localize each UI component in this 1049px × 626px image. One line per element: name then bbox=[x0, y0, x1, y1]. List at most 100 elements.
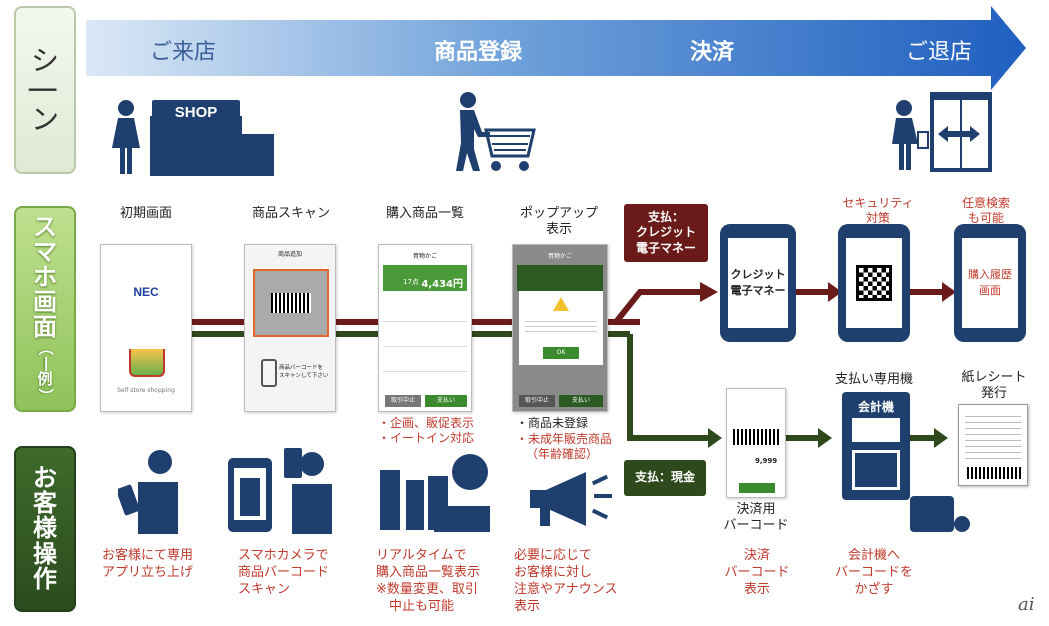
label-line: クレジット bbox=[636, 225, 696, 239]
label-line: 購入履歴 bbox=[968, 268, 1012, 281]
text-line: スマホカメラで bbox=[238, 548, 329, 563]
receipt-label: 紙レシート発行 bbox=[950, 370, 1038, 403]
popup-label-1: ポップアップ bbox=[520, 206, 598, 221]
cash-payment-label: 支払：現金 bbox=[624, 460, 706, 496]
payment-machine-label: 支払い専用機 bbox=[826, 372, 922, 388]
qr-code-icon bbox=[856, 265, 892, 301]
label-line: バーコード bbox=[723, 518, 788, 533]
search-label: 任意検索も可能 bbox=[948, 196, 1024, 226]
popup-message bbox=[525, 317, 597, 335]
scan-header: 商品追加 bbox=[245, 249, 335, 258]
app-tagline: Self store shopping bbox=[101, 387, 191, 394]
item-count: 17点 bbox=[403, 277, 419, 287]
scan-hint: 商品バーコードをスキャンして下さい bbox=[279, 365, 328, 380]
watermark-logo: ai bbox=[1018, 594, 1035, 615]
pay-button[interactable]: 支払い bbox=[559, 395, 603, 407]
label-line: 任意検索 bbox=[962, 196, 1010, 210]
text-line: 中止も可能 bbox=[376, 599, 454, 614]
camera-scan-icon bbox=[228, 446, 338, 534]
machine-sign: 会計機 bbox=[842, 398, 910, 415]
product-list-icon bbox=[374, 450, 494, 536]
text-line: バーコードを bbox=[835, 565, 913, 580]
cart-list-screen: 買物かご 17点 4,434円 取引中止 支払い bbox=[378, 244, 472, 412]
barcode-amount: 9,999 bbox=[755, 457, 777, 465]
history-screen: 購入履歴画面 bbox=[962, 238, 1018, 328]
cash-barcode-screen: 9,999 bbox=[726, 388, 786, 498]
text-line: 決済 bbox=[744, 548, 770, 563]
label-line: 紙レシート bbox=[961, 370, 1026, 385]
customer-step-6: 会計機へバーコードをかざす bbox=[822, 548, 926, 599]
text-line: 注意やアナウンス bbox=[514, 582, 617, 597]
customer-step-5: 決済バーコード表示 bbox=[712, 548, 802, 599]
cart-icon bbox=[129, 349, 165, 377]
label-line: 電子マネー bbox=[731, 284, 786, 297]
customer-step-2: スマホカメラで商品バーコードスキャン bbox=[238, 548, 329, 599]
text-line: アプリ立ち上げ bbox=[102, 565, 193, 580]
text-line: かざす bbox=[854, 582, 893, 597]
credit-payment-label: 支払：クレジット電子マネー bbox=[624, 204, 708, 262]
note-line: ・イートイン対応 bbox=[378, 431, 474, 445]
ok-button[interactable]: OK bbox=[543, 347, 579, 359]
label-line: クレジット bbox=[731, 268, 786, 281]
cart-total: 4,434円 bbox=[421, 275, 463, 290]
cancel-transaction-button[interactable]: 取引中止 bbox=[519, 395, 555, 407]
screen3-notes: ・企画、販促表示・イートイン対応 bbox=[378, 416, 474, 446]
barcode-icon bbox=[271, 293, 311, 313]
receipt-icon bbox=[958, 404, 1028, 486]
done-button[interactable] bbox=[739, 483, 775, 493]
label-line: 支払： bbox=[648, 210, 684, 224]
customer-step-1: お客様にて専用アプリ立ち上げ bbox=[102, 548, 193, 582]
text-line: 購入商品一覧表示 bbox=[376, 565, 480, 580]
initial-screen: NEC Self store shopping bbox=[100, 244, 192, 412]
security-screen bbox=[846, 238, 902, 328]
text-line: お客様に対し bbox=[514, 565, 592, 580]
pay-button[interactable]: 支払い bbox=[425, 395, 467, 407]
screen4-note-unregistered: ・商品未登録 bbox=[516, 416, 588, 432]
screen4-note-age: ・未成年販売商品（年齢確認） bbox=[516, 432, 612, 462]
popup-screen: 買物かご OK 取引中止 支払い bbox=[512, 244, 608, 412]
text-line: 商品バーコード bbox=[238, 565, 329, 580]
text-line: 会計機へ bbox=[848, 548, 900, 563]
customer-step-4: 必要に応じてお客様に対し注意やアナウンス表示 bbox=[514, 548, 617, 616]
cash-barcode-label: 決済用バーコード bbox=[716, 502, 796, 535]
credit-screen: クレジット電子マネー bbox=[728, 238, 788, 328]
text-line: バーコード bbox=[724, 565, 789, 580]
payment-machine-icon: 会計機 bbox=[842, 392, 910, 500]
credit-screen-phone: クレジット電子マネー bbox=[720, 224, 796, 342]
label-line: 電子マネー bbox=[636, 241, 696, 255]
customer-step-3: リアルタイムで購入商品一覧表示※数量変更、取引 中止も可能 bbox=[376, 548, 480, 616]
note-line: ・未成年販売商品 bbox=[516, 432, 612, 446]
popup-summary bbox=[517, 265, 603, 291]
coin-icon bbox=[954, 516, 970, 532]
label-line: 対策 bbox=[866, 211, 890, 225]
step-label-list: 購入商品一覧 bbox=[370, 206, 480, 222]
hint-line: スキャンして下さい bbox=[279, 373, 328, 379]
label-line: 発行 bbox=[981, 386, 1007, 401]
barcode-icon bbox=[733, 429, 781, 445]
nec-logo: NEC bbox=[101, 285, 191, 299]
popup-label-2: 表示 bbox=[546, 222, 572, 237]
step-label-initial: 初期画面 bbox=[98, 206, 194, 222]
cancel-transaction-button[interactable]: 取引中止 bbox=[385, 395, 421, 407]
cart-summary: 17点 4,434円 bbox=[383, 265, 467, 291]
security-screen-phone bbox=[838, 224, 910, 342]
scan-screen: 商品追加 商品バーコードをスキャンして下さい bbox=[244, 244, 336, 412]
text-line: 表示 bbox=[744, 582, 770, 597]
machine-slot bbox=[852, 450, 900, 490]
label-line: も可能 bbox=[968, 211, 1004, 225]
note-line: ・企画、販促表示 bbox=[378, 416, 474, 430]
label-line: セキュリティ bbox=[842, 196, 913, 210]
camera-viewfinder bbox=[253, 269, 329, 337]
text-line: お客様にて専用 bbox=[102, 548, 193, 563]
step-label-popup: ポップアップ表示 bbox=[504, 206, 614, 239]
machine-screen bbox=[852, 418, 900, 442]
popup-header: 買物かご bbox=[513, 251, 607, 260]
text-line: リアルタイムで bbox=[376, 548, 467, 563]
text-line: スキャン bbox=[238, 582, 290, 597]
popup-dialog: OK bbox=[519, 291, 603, 365]
barcode-icon bbox=[967, 467, 1021, 479]
note-line: （年齢確認） bbox=[516, 447, 598, 461]
label-line: 画面 bbox=[979, 284, 1001, 297]
text-line: 表示 bbox=[514, 599, 540, 614]
hint-line: 商品バーコードを bbox=[279, 365, 323, 371]
